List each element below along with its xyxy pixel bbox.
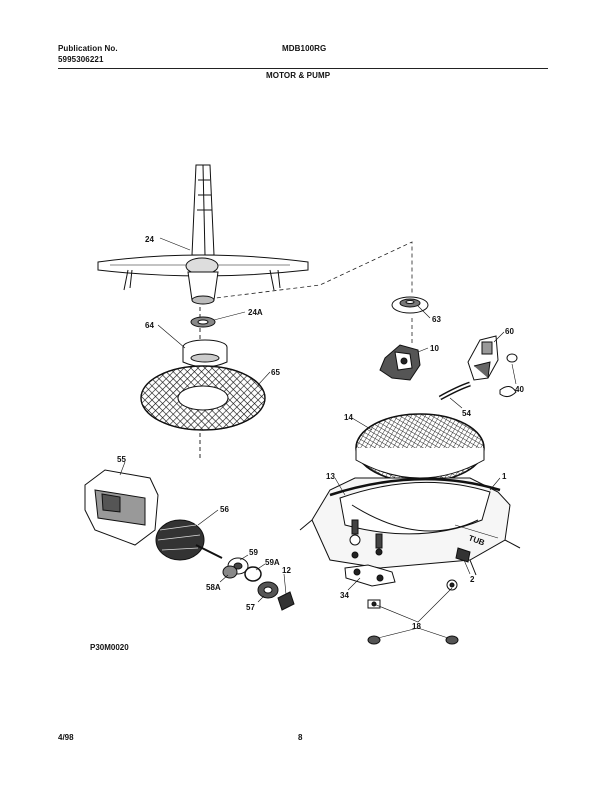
callout-24: 24	[145, 235, 154, 244]
callout-40: 40	[515, 385, 524, 394]
model-number: MDB100RG	[282, 44, 327, 53]
inlet-valve-part	[467, 335, 499, 381]
clip-part	[499, 353, 518, 398]
hub-part	[182, 339, 228, 368]
valve-part	[379, 344, 421, 381]
callout-1: 1	[502, 472, 507, 481]
callout-63: 63	[432, 315, 441, 324]
callout-56: 56	[220, 505, 229, 514]
fine-filter-part	[355, 413, 485, 483]
callout-2: 2	[470, 575, 475, 584]
diagram-code: P30M0020	[90, 643, 129, 652]
sump-housing-part	[299, 477, 521, 576]
seal-parts	[222, 557, 295, 611]
publication-number: 5995306221	[58, 55, 104, 64]
callout-60: 60	[505, 327, 514, 336]
callout-24A: 24A	[248, 308, 263, 317]
publication-label: Publication No.	[58, 44, 118, 53]
filter-screen-part	[140, 365, 266, 431]
header-rule	[58, 68, 548, 69]
hose-part	[438, 381, 471, 401]
callout-64: 64	[145, 321, 154, 330]
callout-57: 57	[246, 603, 255, 612]
page-number: 8	[298, 733, 303, 742]
spray-arm-part	[97, 164, 309, 305]
callout-34: 34	[340, 591, 349, 600]
callout-55: 55	[117, 455, 126, 464]
leader-lines	[119, 237, 517, 639]
motor-part	[155, 519, 223, 561]
section-title: MOTOR & PUMP	[266, 71, 331, 80]
callout-13: 13	[326, 472, 335, 481]
callout-12: 12	[282, 566, 291, 575]
callout-59: 59	[249, 548, 258, 557]
callout-59A: 59A	[265, 558, 280, 567]
motor-bracket-part	[84, 469, 159, 546]
callout-18: 18	[412, 622, 421, 631]
fastener-parts	[344, 519, 471, 645]
nozzle-part	[391, 296, 429, 314]
washer-part	[190, 316, 216, 328]
callout-54: 54	[462, 409, 471, 418]
footer-date: 4/98	[58, 733, 74, 742]
callout-10: 10	[430, 344, 439, 353]
callout-65: 65	[271, 368, 280, 377]
callout-14: 14	[344, 413, 353, 422]
callout-58A: 58A	[206, 583, 221, 592]
